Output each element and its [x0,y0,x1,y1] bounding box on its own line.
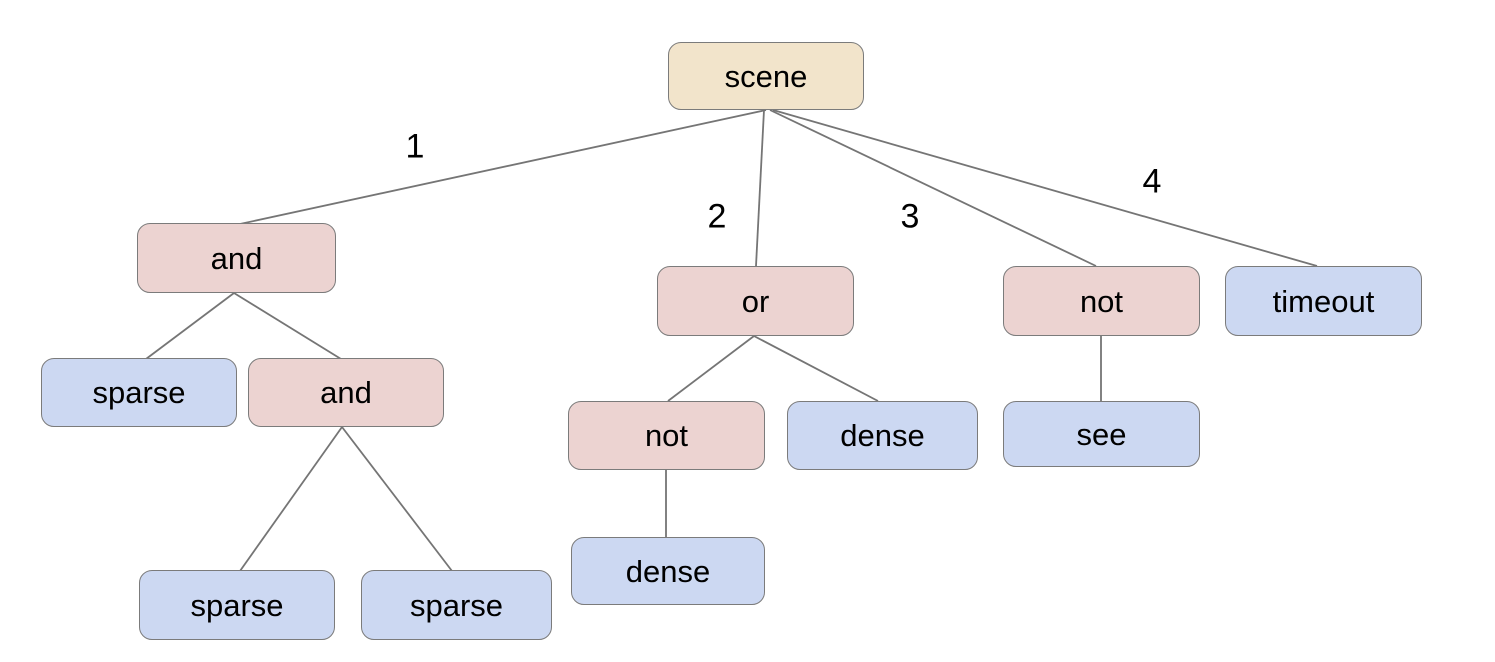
edge-and2-sparse1 [239,426,343,572]
node-and-2: and [248,358,444,427]
edge-scene-and [239,109,767,225]
edge-scene-not [769,109,1097,267]
edge-and-sparse [145,292,235,360]
node-scene: scene [668,42,864,110]
node-timeout: timeout [1225,266,1422,336]
node-dense-1: dense [787,401,978,470]
node-not-1: not [1003,266,1200,336]
edge-label-4: 4 [1142,162,1162,201]
node-sparse-3: sparse [361,570,552,640]
edge-or-not [667,335,755,402]
edge-label-3: 3 [900,197,920,236]
edge-scene-timeout [772,109,1318,267]
edge-or-dense [753,335,879,402]
node-sparse-1: sparse [41,358,237,427]
node-dense-2: dense [571,537,765,605]
edge-label-2: 2 [707,197,727,236]
node-or: or [657,266,854,336]
edge-and-and [233,292,342,360]
edge-label-1: 1 [405,127,425,166]
node-and-1: and [137,223,336,293]
node-sparse-2: sparse [139,570,335,640]
edge-scene-or [755,109,765,267]
edge-and2-sparse2 [341,426,453,572]
node-not-2: not [568,401,765,470]
node-see: see [1003,401,1200,467]
